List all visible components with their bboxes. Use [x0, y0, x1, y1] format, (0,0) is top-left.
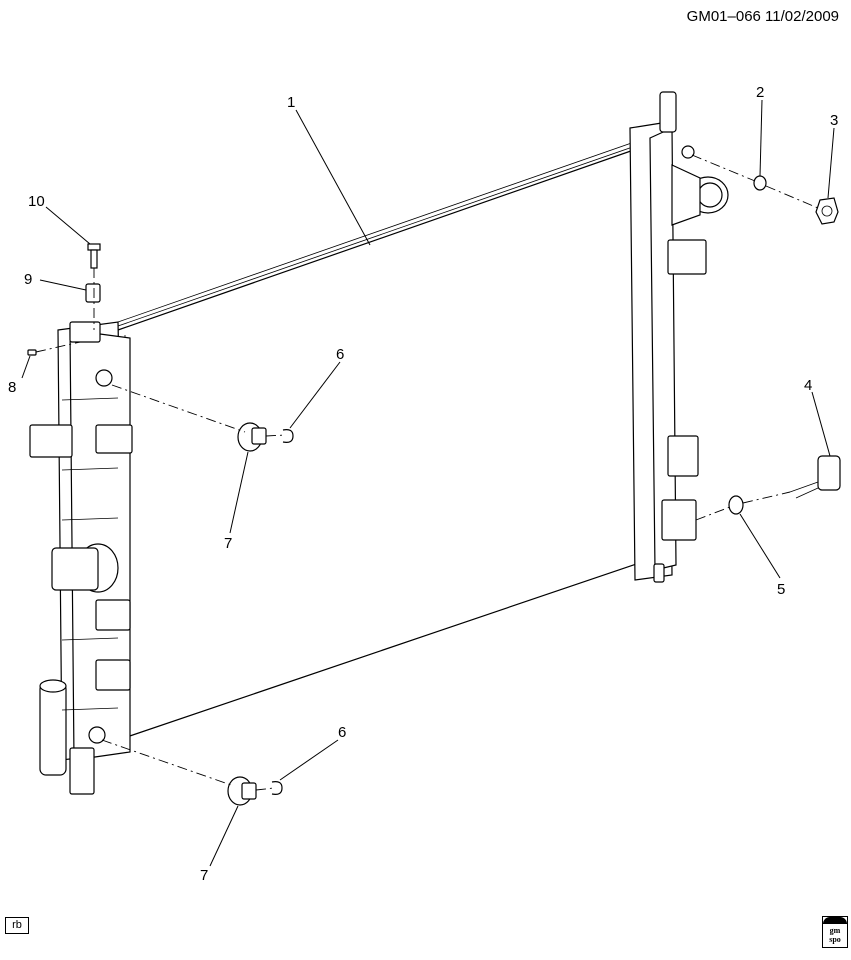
callout-8: 8: [8, 379, 16, 396]
gm-spo-logo: gm spo: [822, 916, 848, 948]
logo-cap-icon: [823, 917, 847, 924]
callout-2: 2: [756, 84, 764, 101]
logo-text-bottom: spo: [829, 935, 841, 944]
callout-9: 9: [24, 271, 32, 288]
callout-3: 3: [830, 112, 838, 129]
callout-4: 4: [804, 377, 812, 394]
callout-1: 1: [287, 94, 295, 111]
left-tank: [29, 321, 133, 795]
callout-10: 10: [28, 193, 45, 210]
callout-labels: 1 2 3 4 5 6 6 7 7 8 9 10: [8, 84, 838, 884]
callout-6-lower: 6: [338, 724, 346, 741]
clip-part-6-upper: [282, 429, 294, 443]
diagram-code: GM01–066 11/02/2009: [686, 8, 839, 25]
seal-part-2: [753, 175, 767, 191]
rb-badge: rb: [5, 917, 29, 934]
bolt-part-10: [87, 243, 101, 269]
nut-part-7-lower: [227, 776, 257, 806]
spacer-part-9: [85, 283, 101, 303]
leader-lines: [21, 99, 835, 867]
callout-5: 5: [777, 581, 785, 598]
clip-part-6-lower: [271, 781, 283, 795]
seal-part-5: [728, 495, 744, 515]
plug-part-3: [815, 197, 839, 225]
radiator-core: [117, 139, 649, 741]
nut-part-7-upper: [237, 422, 267, 452]
logo-text-top: gm: [829, 926, 841, 935]
callout-6-upper: 6: [336, 346, 344, 363]
clip-part-8: [27, 349, 37, 356]
callout-7-lower: 7: [200, 867, 208, 884]
drain-valve-part-4: [789, 455, 841, 499]
right-tank: [629, 91, 729, 583]
assembly-lines: [35, 154, 819, 791]
callout-7-upper: 7: [224, 535, 232, 552]
